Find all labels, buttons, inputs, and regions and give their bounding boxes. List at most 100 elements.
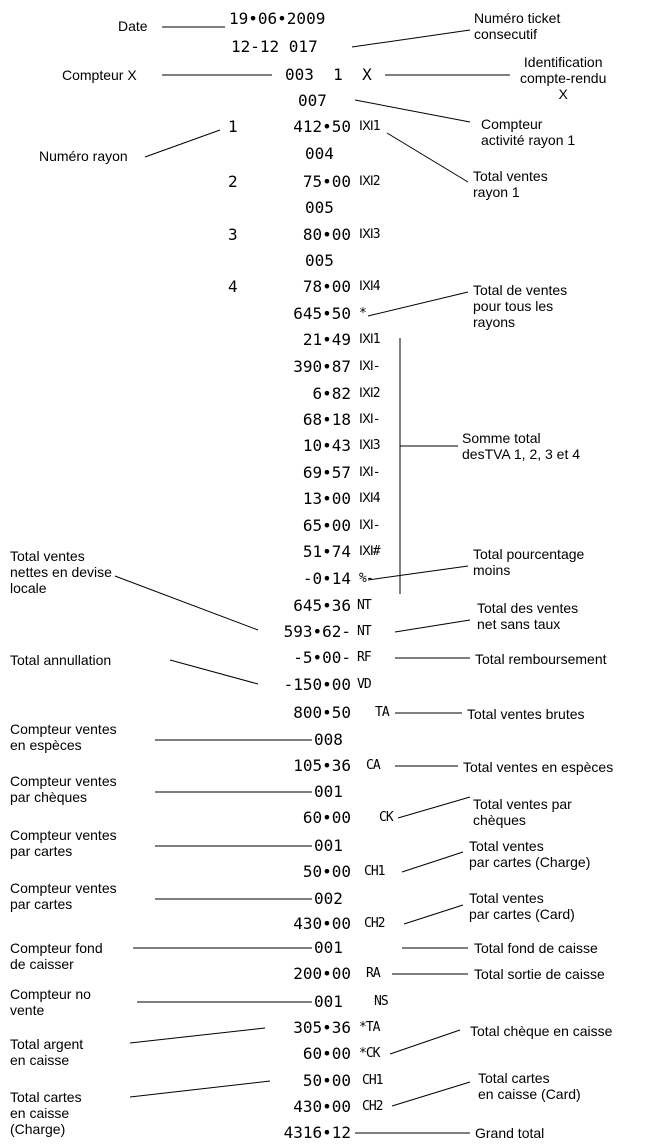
dept-amount-3: 80•00 (302, 225, 351, 244)
receipt-row-007: 007 (298, 91, 327, 110)
tax-amount: 13•00 (302, 489, 351, 508)
cheque-count: 001 (314, 782, 343, 801)
dept-count-3: 005 (305, 251, 334, 270)
tax-code: ⅨⅠ3 (359, 438, 381, 453)
label-refund: Total remboursement (475, 651, 607, 667)
dept-num-4: 4 (228, 277, 238, 296)
charge-in-drawer-amount: 50•00 (302, 1071, 351, 1090)
label-cheque-in-drawer: Total chèque en caisse (470, 1023, 613, 1039)
tax-amount: 65•00 (302, 516, 351, 535)
tax-amount: 21•49 (302, 330, 351, 349)
total-code: * (359, 306, 367, 321)
tax-code: ⅨⅠ- (359, 465, 381, 480)
cheque-in-drawer-amount: 60•00 (302, 1044, 351, 1063)
label-void: Total annullation (10, 652, 112, 668)
dept-num-1: 1 (228, 117, 238, 136)
label-date: Date (118, 18, 148, 34)
tax-amount: 390•87 (293, 357, 351, 376)
cheque-amount: 60•00 (302, 808, 351, 827)
label-gross: Total ventes brutes (467, 706, 585, 722)
label-float: Total fond de caisse (474, 940, 598, 956)
label-counter-x: Compteur X (62, 67, 137, 83)
label-dept-number: Numéro rayon (39, 148, 128, 164)
dept-code-3: ⅨⅠ3 (359, 227, 381, 242)
tax-amount: 69•57 (302, 463, 351, 482)
tax-amount: -0•14 (302, 569, 351, 588)
payout-amount: 200•00 (293, 964, 351, 983)
charge-count: 001 (314, 836, 343, 855)
dept-count-1: 004 (305, 144, 334, 163)
cheque-code: CK (379, 810, 394, 825)
tax-code: ⅨⅠ- (359, 412, 381, 427)
dept-code-1: ⅨⅠ1 (359, 119, 381, 134)
tax-amount: 6•82 (312, 384, 351, 403)
gross-code: TA (375, 705, 390, 720)
gross-amount: 800•50 (293, 703, 351, 722)
tax-code: ⅨⅠ# (359, 544, 381, 559)
payout-code: RA (366, 966, 381, 981)
cash-in-drawer-amount: 305•36 (293, 1018, 351, 1037)
net-local-amount: 645•36 (293, 596, 351, 615)
float-count: 001 (314, 938, 343, 957)
card-amount: 430•00 (293, 914, 351, 933)
card-code: CH2 (364, 916, 386, 931)
label-payout: Total sortie de caisse (474, 966, 605, 982)
label-grand-total: Grand total (475, 1125, 545, 1141)
void-amount: -150•00 (283, 675, 351, 694)
tax-code: ⅨⅠ4 (359, 491, 381, 506)
net-no-tax-code: NT (357, 624, 372, 639)
tax-code: %- (359, 571, 374, 586)
tax-code: ⅨⅠ- (359, 518, 381, 533)
dept-code-4: ⅨⅠ4 (359, 279, 381, 294)
dept-amount-2: 75•00 (302, 172, 351, 191)
cheque-in-drawer-code: *CK (359, 1046, 381, 1061)
dept-amount-4: 78•00 (302, 277, 351, 296)
void-code: VD (357, 677, 372, 692)
tax-amount: 68•18 (302, 410, 351, 429)
tax-amount: 51•74 (302, 542, 351, 561)
charge-in-drawer-code: CH1 (362, 1073, 384, 1088)
card-count: 002 (314, 889, 343, 908)
grand-total-amount: 4316•12 (283, 1123, 351, 1142)
charge-amount: 50•00 (302, 862, 351, 881)
no-sale-count: 001 (314, 992, 343, 1011)
tax-code: ⅨⅠ1 (359, 332, 381, 347)
net-local-code: NT (357, 598, 372, 613)
tax-code: ⅨⅠ- (359, 359, 381, 374)
cash-in-drawer-code: *TA (359, 1020, 381, 1035)
cash-count: 008 (314, 730, 343, 749)
total-amount: 645•50 (293, 304, 351, 323)
tax-amount: 10•43 (302, 436, 351, 455)
receipt-counter-x: 003 1 X (285, 65, 372, 84)
net-no-tax-amount: 593•62- (283, 622, 351, 641)
cash-code: CA (366, 758, 381, 773)
refund-amount: -5•00- (293, 648, 351, 667)
cash-amount: 105•36 (293, 756, 351, 775)
tax-code: ⅨⅠ2 (359, 386, 381, 401)
label-cash-sales: Total ventes en espèces (463, 759, 614, 775)
dept-num-3: 3 (228, 225, 238, 244)
dept-count-2: 005 (305, 198, 334, 217)
dept-amount-1: 412•50 (293, 117, 351, 136)
